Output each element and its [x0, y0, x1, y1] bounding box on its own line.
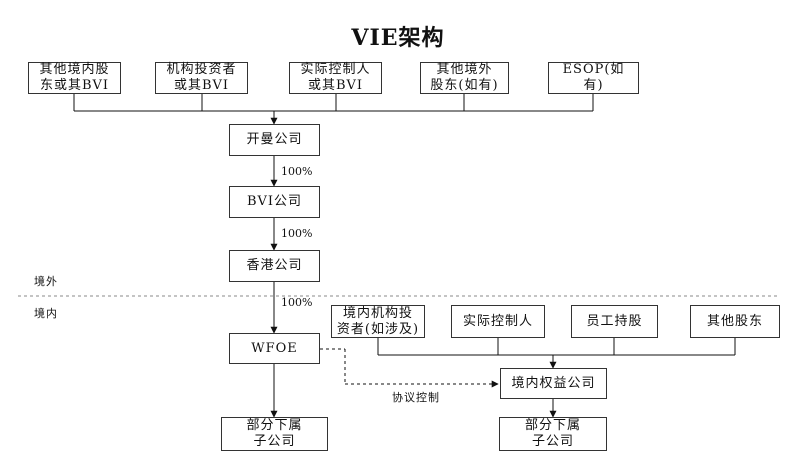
- cayman-company-box: 开曼公司: [229, 124, 320, 156]
- holder-box-offshore-shareholders: 其他境外 股东(如有): [420, 62, 509, 94]
- wfoe-box: WFOE: [229, 333, 320, 364]
- onshore-holder-actual-controller: 实际控制人: [451, 305, 545, 338]
- onshore-holder-employee-stock: 员工持股: [571, 305, 658, 338]
- top-holders-connector: [73, 94, 594, 125]
- diagram-title: VIE架构: [351, 25, 445, 51]
- onshore-holders-connector: [377, 338, 736, 418]
- hk-company-box: 香港公司: [229, 250, 320, 282]
- ownership-percent-bvi-hk: 100%: [281, 227, 313, 240]
- agreement-control-connector: [320, 348, 499, 388]
- holder-box-esop: ESOP(如有): [548, 62, 639, 94]
- holder-box-actual-controller: 实际控制人 或其BVI: [289, 62, 382, 94]
- opco-subsidiaries-box: 部分下属 子公司: [499, 417, 607, 451]
- holder-box-institutional-investors: 机构投资者 或其BVI: [155, 62, 248, 94]
- ownership-percent-cayman-bvi: 100%: [281, 165, 313, 178]
- agreement-control-label: 协议控制: [392, 391, 440, 404]
- onshore-region-label: 境内: [34, 307, 58, 320]
- onshore-holder-other-shareholders: 其他股东: [690, 305, 780, 338]
- onshore-operating-company-box: 境内权益公司: [500, 368, 607, 399]
- onshore-holder-institutional: 境内机构投 资者(如涉及): [331, 305, 425, 338]
- offshore-region-label: 境外: [34, 275, 58, 288]
- bvi-company-box: BVI公司: [229, 186, 320, 218]
- wfoe-subsidiaries-box: 部分下属 子公司: [221, 417, 328, 451]
- ownership-percent-hk-wfoe: 100%: [281, 296, 313, 309]
- holder-box-domestic-shareholders: 其他境内股 东或其BVI: [28, 62, 121, 94]
